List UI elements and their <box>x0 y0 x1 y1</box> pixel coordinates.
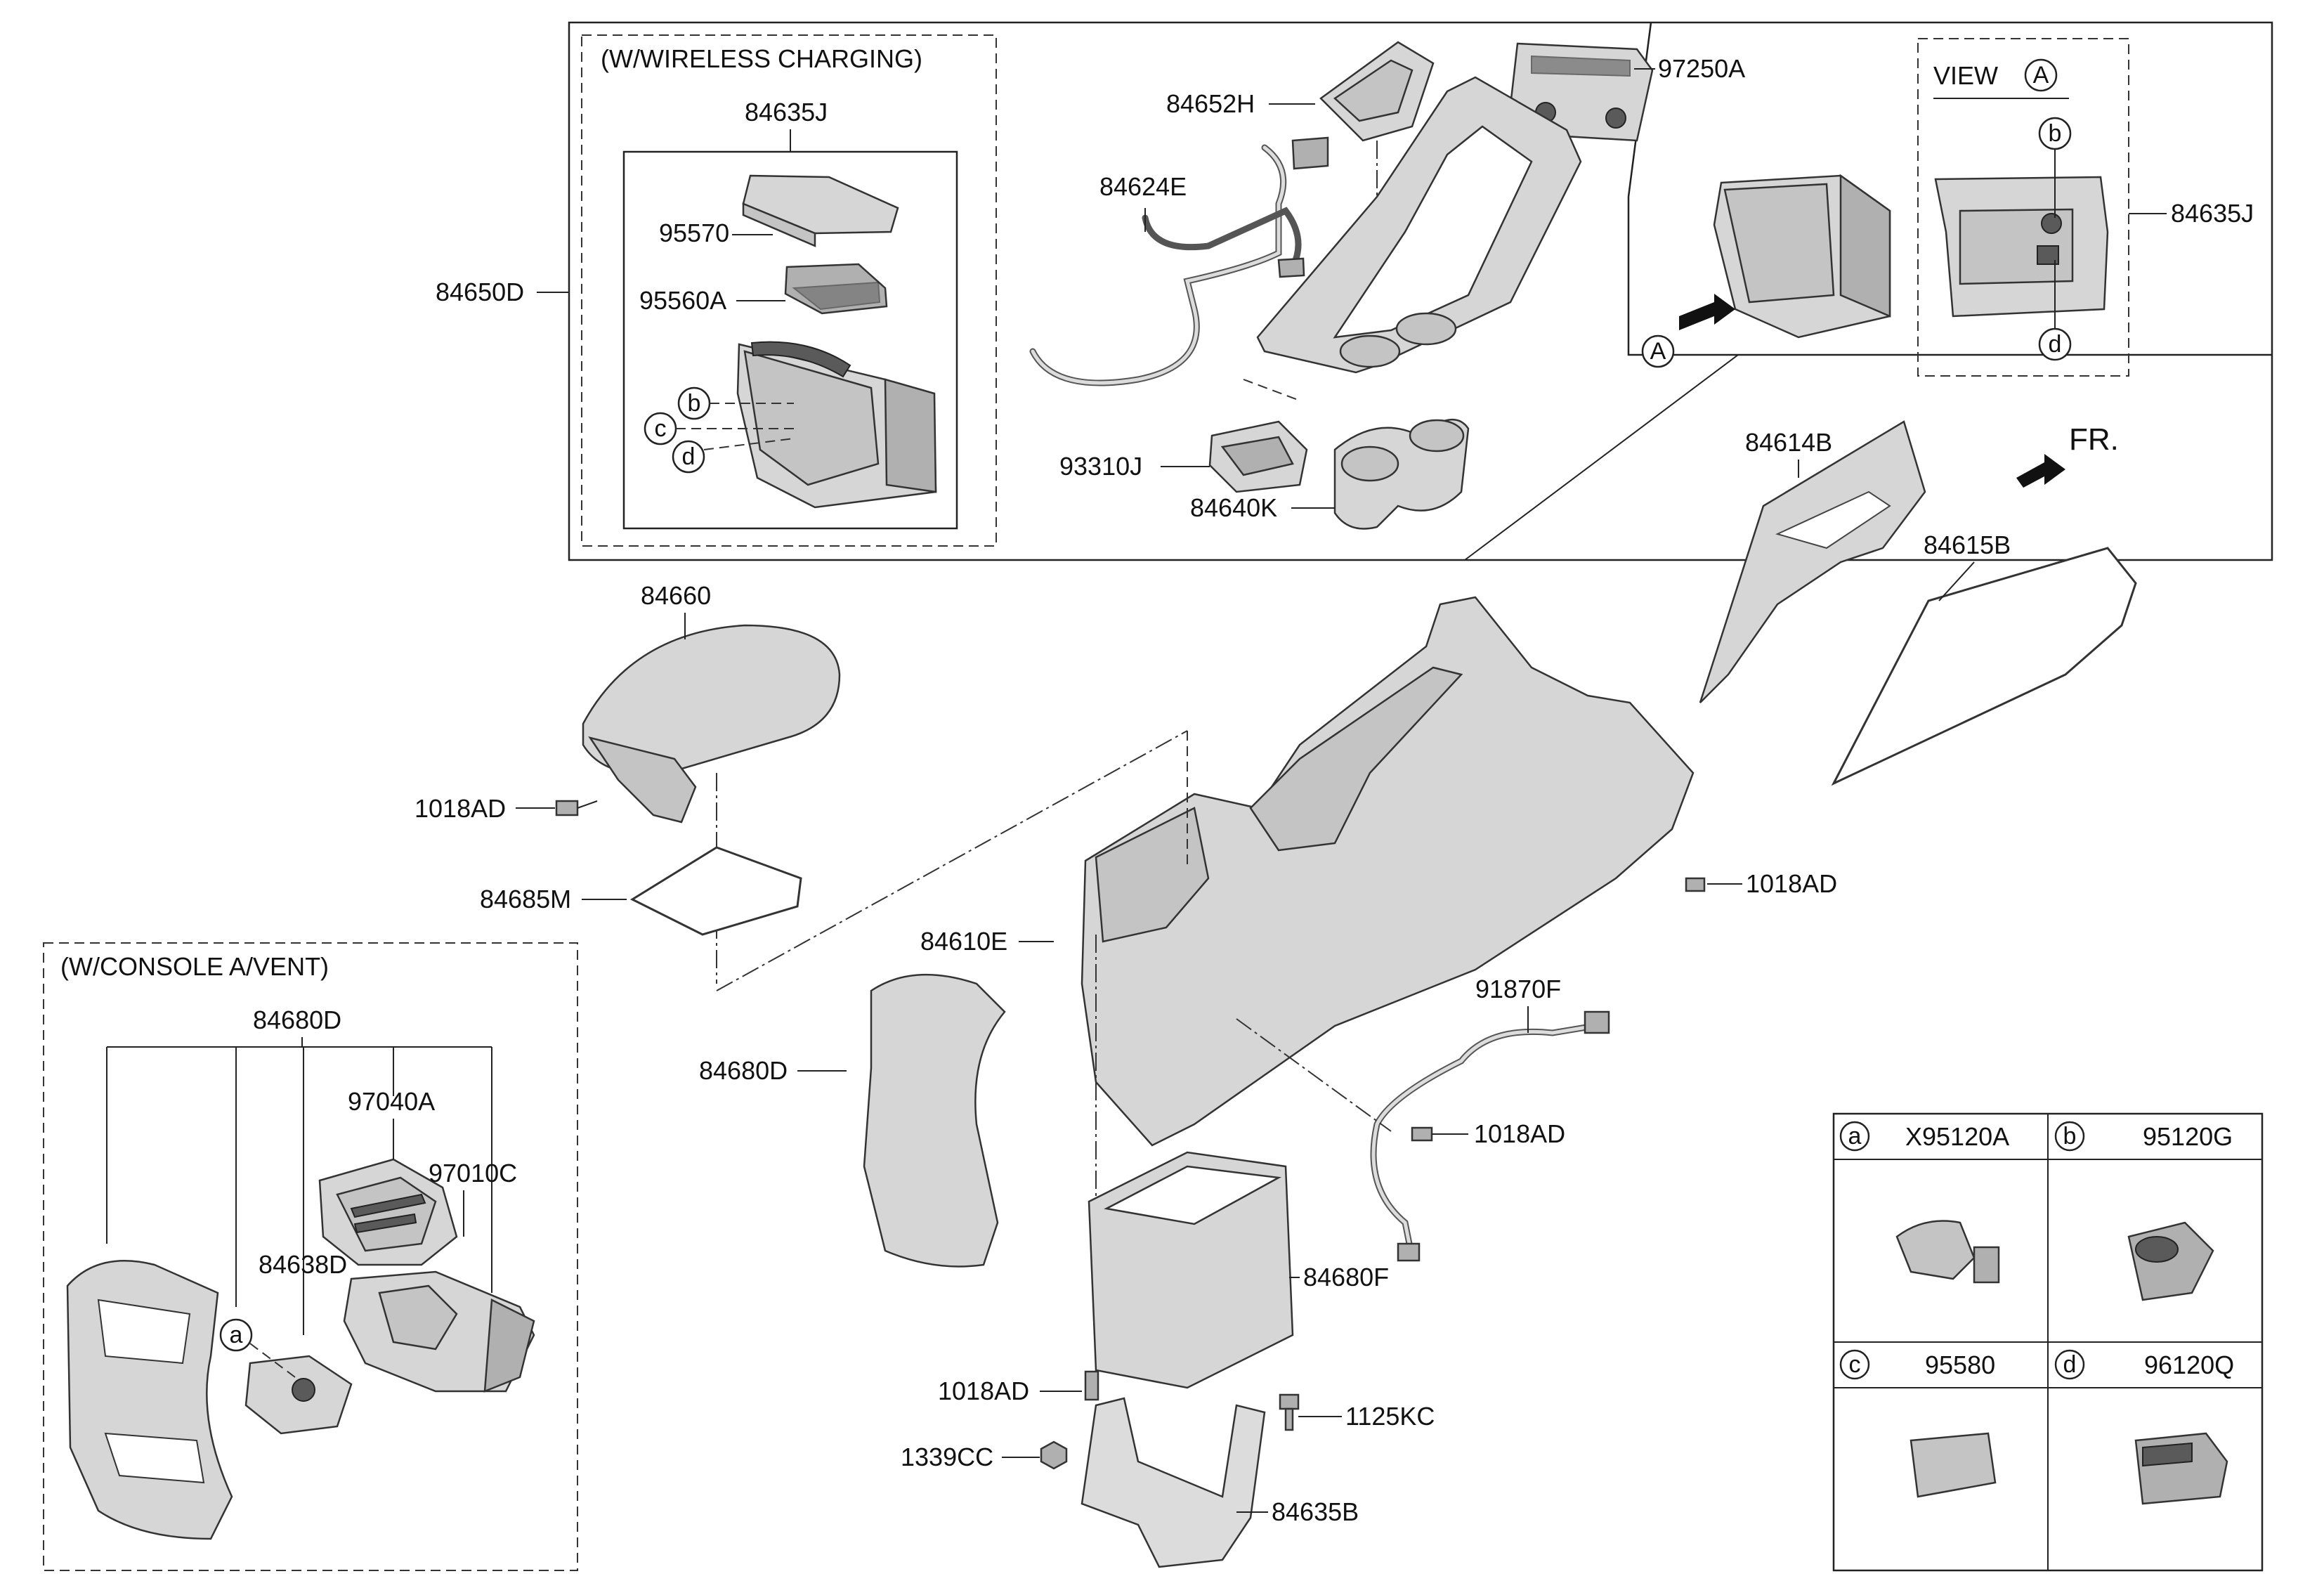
legend-d: d 96120Q <box>2054 1349 2234 1505</box>
legend-c: c 95580 <box>1839 1349 1997 1498</box>
label-97010C: 97010C <box>429 1159 517 1187</box>
screw-1018AD-2 <box>1685 877 1706 892</box>
callout-b-left: b <box>677 386 711 420</box>
upper-assembly-frame <box>568 21 2273 561</box>
nut-1339CC <box>1040 1440 1068 1470</box>
screw-1018AD-1 <box>555 800 598 816</box>
label-1018AD-3: 1018AD <box>1474 1119 1565 1148</box>
label-1018AD-4: 1018AD <box>938 1377 1029 1405</box>
cup-holder-84640K <box>1333 418 1470 530</box>
label-84650D: 84650D <box>436 278 524 306</box>
label-95560A: 95560A <box>639 286 726 315</box>
callout-c-left: c <box>644 412 677 445</box>
svg-text:c: c <box>1849 1351 1861 1378</box>
rear-cover-84680D <box>863 973 1006 1268</box>
svg-text:96120Q: 96120Q <box>2144 1351 2234 1379</box>
charger-module-95560A <box>784 263 888 315</box>
console-vent-frame <box>43 942 578 1571</box>
label-84635J-view: 84635J <box>2171 199 2254 228</box>
label-91870F: 91870F <box>1475 975 1561 1003</box>
label-84638D: 84638D <box>259 1250 347 1279</box>
label-84680D-vent: 84680D <box>253 1005 341 1034</box>
label-84680D-main: 84680D <box>699 1056 788 1085</box>
svg-text:A: A <box>2033 62 2049 89</box>
front-arrow <box>2016 454 2065 488</box>
label-84624E: 84624E <box>1099 172 1187 201</box>
label-1018AD-2: 1018AD <box>1746 869 1837 898</box>
console-vent-title: (W/CONSOLE A/VENT) <box>60 952 329 981</box>
tray-housing <box>736 341 937 509</box>
upper-console-trim <box>1256 76 1582 374</box>
label-84640K: 84640K <box>1190 493 1277 522</box>
svg-text:a: a <box>230 1322 243 1348</box>
callout-b-view: b <box>2038 117 2072 150</box>
air-vent-97040A <box>318 1158 458 1266</box>
callout-a-vent: a <box>219 1318 253 1352</box>
legend-b: b 95120G <box>2054 1121 2233 1301</box>
svg-text:c: c <box>655 415 667 442</box>
side-panel-84614B <box>1699 420 1926 703</box>
side-cover-84615B <box>1831 547 2137 786</box>
svg-text:d: d <box>2049 331 2062 358</box>
view-a-callout: A <box>2024 58 2058 92</box>
label-84614B: 84614B <box>1745 428 1832 457</box>
label-84610E: 84610E <box>920 927 1007 956</box>
view-a-title: VIEW <box>1933 61 1998 90</box>
label-84660: 84660 <box>641 581 711 610</box>
view-a-tray <box>1934 176 2109 318</box>
svg-text:b: b <box>2049 120 2062 147</box>
svg-text:b: b <box>688 390 701 417</box>
storage-bin-84680F <box>1088 1151 1294 1389</box>
svg-text:d: d <box>682 443 696 470</box>
callout-d-left: d <box>672 440 705 474</box>
label-84652H: 84652H <box>1166 89 1255 118</box>
label-95570: 95570 <box>659 219 729 247</box>
wireless-charging-title: (W/WIRELESS CHARGING) <box>601 44 922 73</box>
front-label: FR. <box>2069 422 2119 457</box>
legend-table <box>1832 1112 2264 1572</box>
callout-A-arrow: A <box>1641 334 1675 368</box>
label-1018AD-1: 1018AD <box>414 794 506 823</box>
bolt-1125KC <box>1279 1393 1300 1431</box>
bezel-84652H <box>1319 41 1435 142</box>
label-97040A: 97040A <box>348 1087 435 1116</box>
pad-95570 <box>742 174 899 247</box>
label-84635B: 84635B <box>1272 1497 1359 1526</box>
view-a-arrow <box>1679 294 1735 330</box>
label-84635J-top: 84635J <box>745 98 828 126</box>
svg-text:a: a <box>1848 1123 1862 1150</box>
armrest-84660 <box>582 624 841 824</box>
label-1125KC: 1125KC <box>1345 1402 1435 1431</box>
switch-84638D <box>244 1355 353 1435</box>
svg-text:b: b <box>2063 1123 2077 1150</box>
wireless-charging-frame <box>581 34 997 547</box>
svg-text:A: A <box>1650 338 1666 365</box>
label-84615B: 84615B <box>1924 531 2011 559</box>
harness-84624E <box>1029 136 1329 386</box>
view-a-iso-tray <box>1713 174 1891 339</box>
vent-duct <box>343 1270 535 1393</box>
svg-text:X95120A: X95120A <box>1905 1122 2009 1151</box>
svg-text:95120G: 95120G <box>2143 1122 2233 1151</box>
console-body-84610E <box>1081 596 1695 1147</box>
label-93310J: 93310J <box>1059 452 1142 481</box>
legend-a: a X95120A <box>1839 1121 2009 1284</box>
svg-text:95580: 95580 <box>1925 1351 1995 1379</box>
control-panel-97250A <box>1509 42 1654 142</box>
harness-91870F <box>1370 1010 1610 1262</box>
label-97250A: 97250A <box>1658 54 1745 83</box>
screw-1018AD-4 <box>1084 1370 1099 1401</box>
pad-84685M <box>629 846 802 936</box>
bracket-84635B <box>1081 1397 1266 1568</box>
svg-text:d: d <box>2063 1351 2077 1378</box>
view-a-inner-frame <box>1917 38 2129 377</box>
label-84680F: 84680F <box>1303 1263 1389 1291</box>
callout-d-view: d <box>2038 327 2072 361</box>
label-84685M: 84685M <box>480 885 571 913</box>
switch-93310J <box>1208 420 1308 493</box>
screw-1018AD-3 <box>1411 1126 1433 1142</box>
label-1339CC: 1339CC <box>901 1443 993 1471</box>
vent-trim-84680D <box>66 1260 233 1540</box>
